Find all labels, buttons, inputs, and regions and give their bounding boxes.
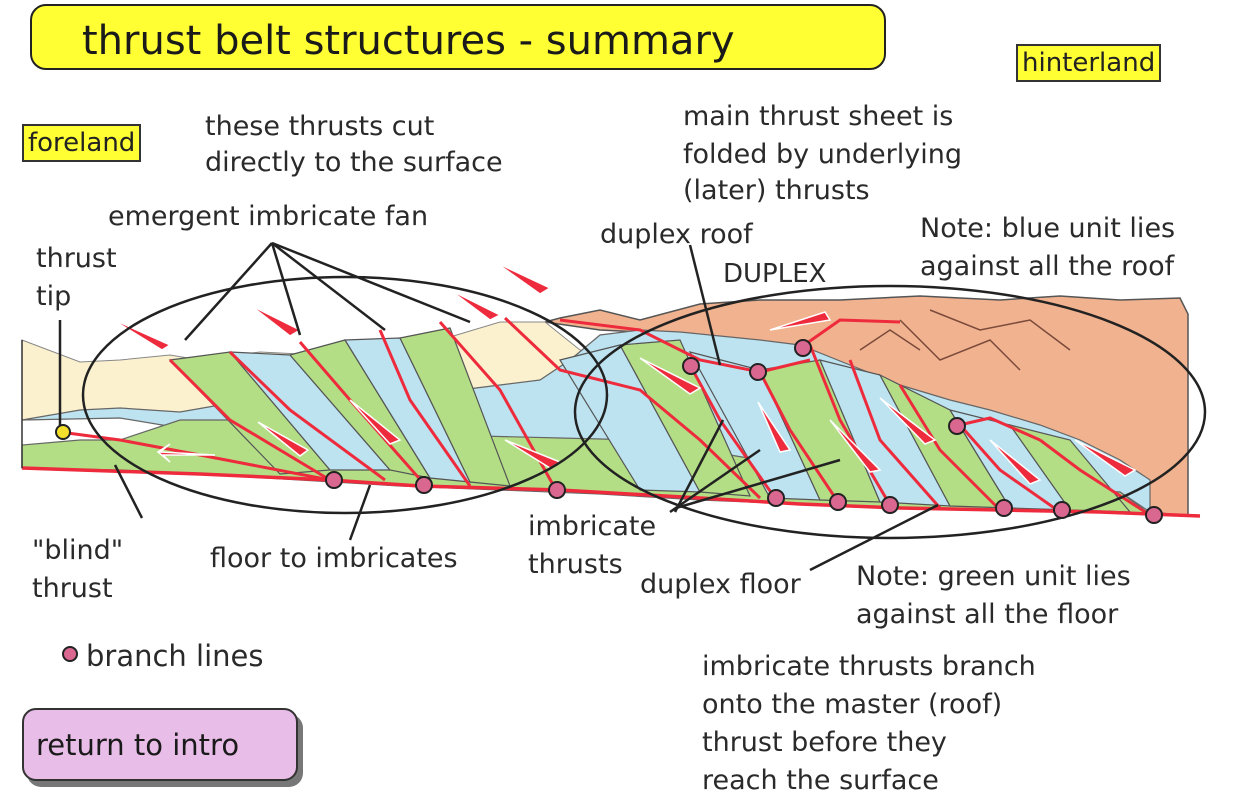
- foreland-tag: foreland: [22, 124, 142, 162]
- label-main-sheet-1: main thrust sheet is: [683, 101, 954, 132]
- imbricate-slabs: [168, 327, 1132, 513]
- label-blind-1: "blind": [32, 535, 124, 566]
- imbricate-fan-ellipse: [81, 275, 609, 515]
- label-branch-onto-2: onto the master (roof): [702, 689, 1003, 720]
- blind-thrust: [59, 430, 331, 482]
- label-emergent-fan: emergent imbricate fan: [108, 201, 429, 232]
- return-to-intro-button[interactable]: return to intro: [22, 708, 298, 781]
- label-duplex: DUPLEX: [723, 259, 827, 289]
- hinterland-tag: hinterland: [1016, 44, 1162, 82]
- label-imbricate-1: imbricate: [528, 511, 657, 542]
- branch-line-dots: [325, 339, 1163, 524]
- branch-line-legend-dot: [62, 646, 78, 662]
- return-button-label: return to intro: [36, 728, 240, 762]
- label-branch-lines: branch lines: [86, 639, 264, 673]
- label-cut-surface-2: directly to the surface: [205, 147, 503, 178]
- label-branch-onto-3: thrust before they: [702, 727, 947, 758]
- duplex-ellipse: [573, 284, 1207, 540]
- label-thrust-tip-1: thrust: [36, 243, 117, 274]
- label-duplex-roof: duplex roof: [600, 219, 753, 250]
- label-duplex-floor: duplex floor: [640, 569, 801, 600]
- label-floor-imbricates: floor to imbricates: [210, 543, 458, 574]
- label-note-green-2: against all the floor: [856, 599, 1119, 630]
- movement-arrows: [109, 261, 1137, 485]
- label-main-sheet-2: folded by underlying: [683, 139, 963, 170]
- label-blind-2: thrust: [32, 573, 113, 604]
- title-banner: thrust belt structures - summary: [30, 4, 886, 70]
- folded-sheet-lines: [859, 309, 1071, 371]
- page-title: thrust belt structures - summary: [82, 18, 735, 64]
- label-cut-surface-1: these thrusts cut: [205, 111, 435, 142]
- label-note-green-1: Note: green unit lies: [856, 561, 1131, 592]
- label-branch-onto-4: reach the surface: [702, 765, 939, 796]
- label-main-sheet-3: (later) thrusts: [683, 175, 870, 206]
- label-branch-onto-1: imbricate thrusts branch: [702, 651, 1036, 682]
- label-note-blue-2: against all the roof: [920, 251, 1175, 282]
- leader-lines: [58, 241, 939, 572]
- label-thrust-tip-2: tip: [36, 281, 72, 312]
- thrust-tip-dot: [55, 424, 71, 440]
- label-imbricate-2: thrusts: [528, 549, 623, 580]
- floor-thrust: [21, 466, 1201, 518]
- label-note-blue-1: Note: blue unit lies: [920, 213, 1176, 244]
